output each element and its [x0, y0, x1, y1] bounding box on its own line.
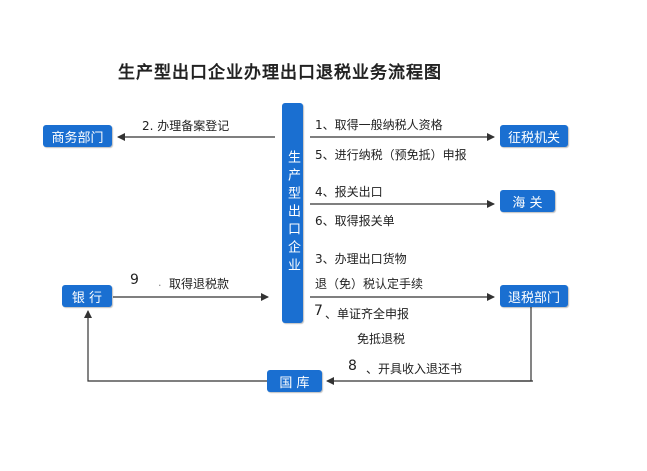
step-9-label: 取得退税款 [169, 277, 230, 291]
step-3-label-b: 退（免）税认定手续 [315, 277, 424, 291]
step-7-label-a: 、单证齐全申报 [325, 307, 410, 321]
step-3-label-a: 3、办理出口货物 [315, 252, 407, 266]
step-8-number: 8 [348, 358, 357, 374]
step-4-label: 4、报关出口 [315, 185, 383, 199]
step-9-dot: . [158, 276, 162, 289]
step-2-label: 2. 办理备案登记 [142, 119, 230, 133]
node-tax: 征税机关 [500, 125, 568, 147]
arrow-treasury-bank [84, 310, 267, 382]
node-commerce: 商务部门 [43, 125, 112, 147]
node-customs: 海 关 [500, 190, 555, 212]
step-1-label: 1、取得一般纳税人资格 [315, 118, 443, 132]
step-9-number: 9 [130, 272, 139, 288]
node-refund: 退税部门 [500, 285, 568, 307]
step-5-label: 5、进行纳税（预免抵）申报 [315, 148, 467, 162]
diagram-title: 生产型出口企业办理出口退税业务流程图 [118, 63, 442, 83]
node-treasury: 国 库 [267, 370, 322, 392]
node-enterprise: 生产型出口企业 [282, 103, 303, 323]
node-bank: 银 行 [62, 285, 112, 307]
step-6-label: 6、取得报关单 [315, 214, 395, 228]
step-8-label: 、开具收入退还书 [366, 362, 463, 376]
step-7-number: 7 [314, 303, 323, 319]
step-7-label-b: 免抵退税 [357, 332, 406, 346]
